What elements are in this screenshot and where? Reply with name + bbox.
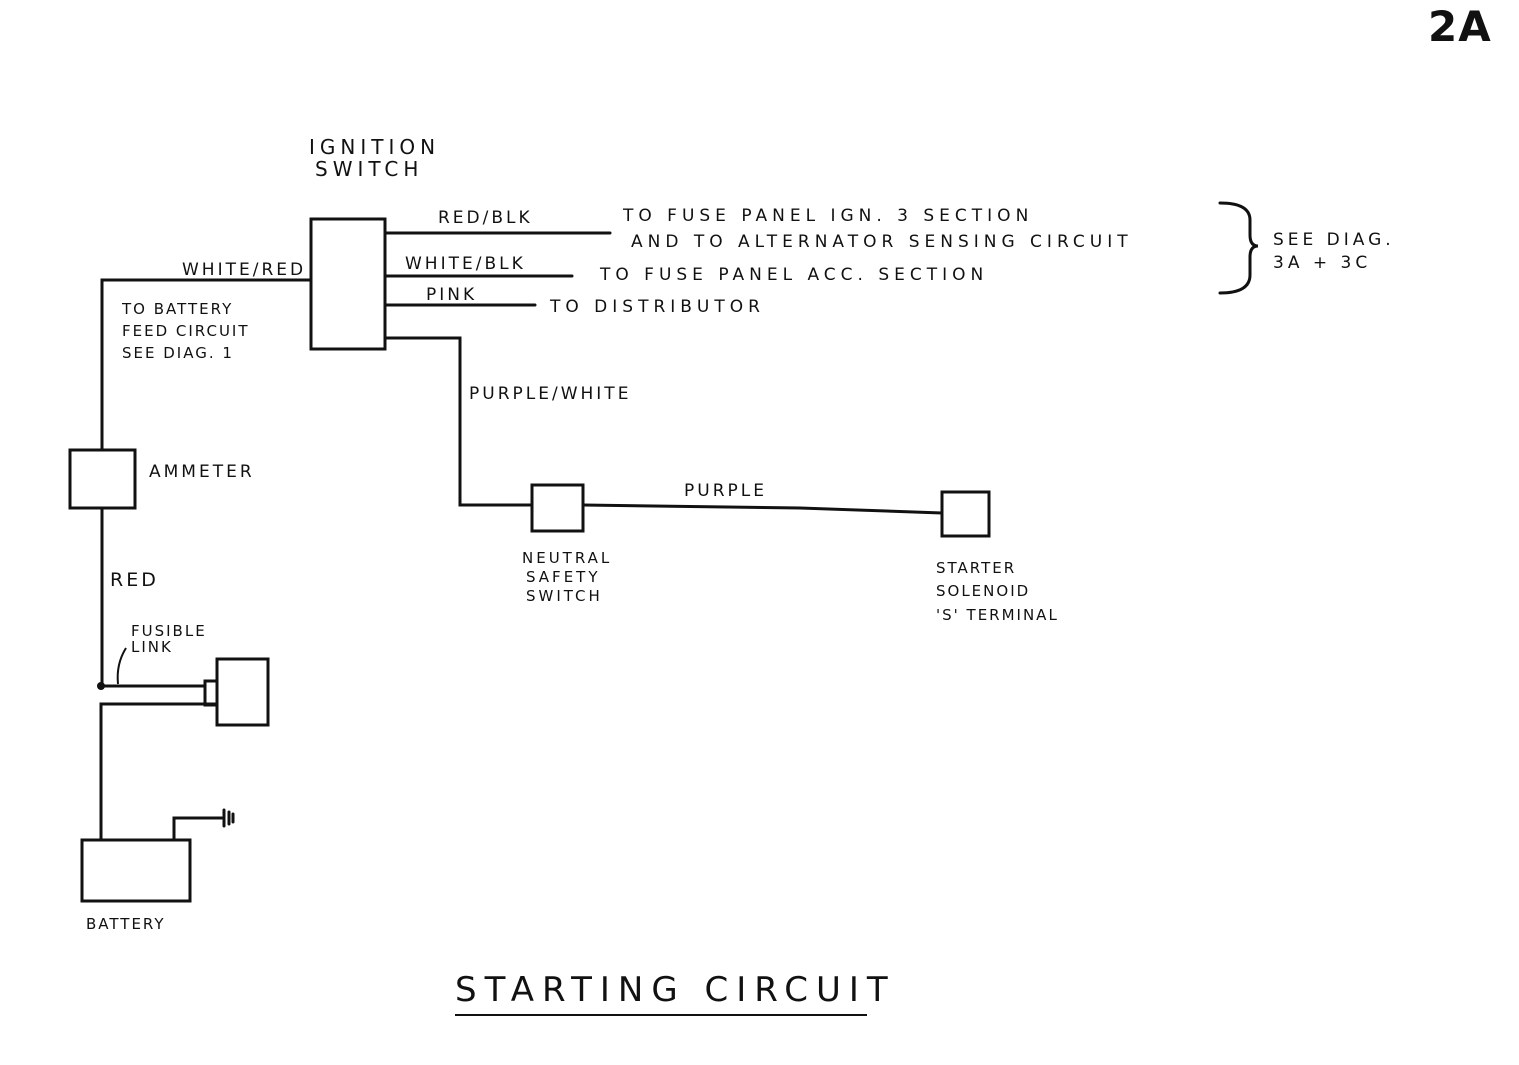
battery-feed-line2: Feed Circuit [122, 321, 250, 340]
destination-see-diag: See Diag. 3A + 3C [1273, 231, 1395, 272]
wire-purple [581, 503, 944, 515]
battery-label: Battery [86, 915, 166, 933]
wire-battery-feed [99, 702, 219, 842]
ignition-switch-label-line1: Ignition [309, 135, 441, 159]
ignition-switch-label-line2: Switch [315, 157, 424, 181]
wire-label-red-blk: Red/Blk [438, 208, 533, 228]
wire-label-white-blk: White/Blk [405, 254, 526, 274]
fusible-link-label-line1: Fusible [131, 622, 207, 640]
brace-icon [1218, 201, 1259, 295]
battery-box [80, 838, 192, 903]
neutral-safety-label-line2: Safety [526, 567, 601, 586]
fusible-link-connector [203, 679, 219, 707]
starter-block-box [215, 657, 270, 727]
wire-purple-white [383, 336, 534, 507]
destination-alternator: And To Alternator Sensing Circuit [631, 232, 1133, 252]
junction-dot [97, 682, 105, 690]
starter-solenoid-label-line2: Solenoid [936, 582, 1031, 601]
battery-feed-line1: To Battery [122, 300, 234, 318]
starter-solenoid-label-line1: Starter [936, 559, 1017, 577]
destination-distributor: To Distributor [550, 297, 765, 317]
wire-label-white-red: White/Red [182, 260, 307, 280]
destination-battery-feed: To Battery Feed Circuit See Diag. 1 [122, 299, 250, 364]
destination-fuse-ign3: To Fuse Panel Ign. 3 Section [623, 206, 1034, 226]
battery-feed-line3: See Diag. 1 [122, 343, 234, 362]
destination-fuse-acc: To Fuse Panel Acc. Section [600, 265, 989, 285]
neutral-safety-label-line1: Neutral [522, 549, 613, 567]
see-diag-line1: See Diag. [1273, 230, 1395, 250]
fusible-link-label: Fusible Link [131, 622, 207, 656]
ammeter-label: Ammeter [149, 462, 255, 482]
see-diag-line2: 3A + 3C [1273, 252, 1372, 273]
wire-ground [172, 816, 224, 842]
ignition-switch-box [309, 217, 387, 351]
starter-solenoid-label: Starter Solenoid 'S' Terminal [936, 557, 1059, 627]
fusible-link-pointer [116, 647, 127, 685]
wire-label-red: Red [110, 569, 159, 591]
starter-solenoid-box [940, 490, 991, 538]
fusible-link-label-line2: Link [131, 637, 173, 656]
wire-label-purple-white: Purple/White [469, 384, 632, 404]
diagram-title: Starting Circuit [455, 970, 888, 1016]
starter-solenoid-label-line3: 'S' Terminal [936, 605, 1059, 624]
wire-white-red [100, 278, 313, 452]
wire-label-purple: Purple [684, 481, 767, 501]
ignition-switch-label: Ignition Switch [309, 136, 440, 180]
neutral-safety-switch-box [530, 483, 585, 533]
ammeter-box [68, 448, 137, 510]
wire-label-pink: Pink [426, 285, 478, 305]
page-number: 2A [1428, 2, 1492, 51]
neutral-safety-switch-label: Neutral Safety Switch [522, 549, 612, 605]
neutral-safety-label-line3: Switch [526, 586, 603, 605]
